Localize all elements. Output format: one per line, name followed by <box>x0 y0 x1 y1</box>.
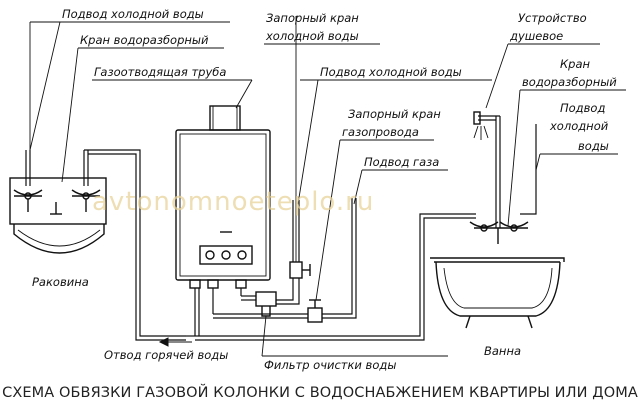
bathtub <box>430 257 565 329</box>
hot-pipe-bath-top <box>199 213 476 337</box>
label-dush-2: душевое <box>509 29 563 43</box>
shower-head <box>473 111 481 125</box>
shower <box>473 111 501 228</box>
label-kran-razbor-1: Кран водоразборный <box>80 33 209 47</box>
label-zapor-gas-2: газопровода <box>342 125 419 139</box>
label-kran-razbor-2a: Кран <box>560 57 591 71</box>
control-knob-1 <box>205 250 215 260</box>
diagram-title: СХЕМА ОБВЯЗКИ ГАЗОВОЙ КОЛОНКИ С ВОДОСНАБ… <box>2 383 638 401</box>
label-podvod-cold-1: Подвод холодной воды <box>62 7 204 21</box>
label-podvod-cold-3a: Подвод <box>560 101 605 115</box>
sink <box>9 177 107 254</box>
hot-pipe-bath-bottom <box>195 217 476 341</box>
hot-pipe-sink-bottom <box>88 153 186 341</box>
label-gazootvod: Газоотводящая труба <box>94 65 226 79</box>
control-panel <box>199 245 253 265</box>
sink-faucet-left <box>13 150 43 212</box>
water-filter <box>241 291 277 317</box>
label-otvod-hot: Отвод горячей воды <box>104 348 228 362</box>
sink-bowl-inner <box>17 229 101 247</box>
leader-lines <box>29 21 626 357</box>
label-rakovina: Раковина <box>32 275 89 289</box>
label-zapor-cold-1: Запорный кран <box>266 11 359 25</box>
gas-water-heater <box>175 105 271 336</box>
label-podvod-gaza: Подвод газа <box>364 155 439 169</box>
hot-pipe-sink-top <box>84 149 186 337</box>
gas-shutoff-valve <box>307 299 323 323</box>
label-kran-razbor-2b: водоразборный <box>522 75 617 89</box>
control-knob-2 <box>221 250 231 260</box>
control-knob-3 <box>237 250 247 260</box>
label-podvod-cold-3c: воды <box>578 139 609 153</box>
label-zapor-gas-1: Запорный кран <box>348 107 441 121</box>
bath-mixer <box>469 221 529 244</box>
label-filtr: Фильтр очистки воды <box>264 358 396 372</box>
flue-pipe <box>209 105 241 131</box>
sink-spout <box>50 202 62 215</box>
sink-bowl <box>13 224 105 254</box>
sink-faucet-right <box>71 150 101 212</box>
label-podvod-cold-2: Подвод холодной воды <box>320 65 462 79</box>
label-vanna: Ванна <box>484 344 521 358</box>
label-dush-1: Устройство <box>518 11 587 25</box>
sink-body <box>9 177 107 225</box>
heater-body-inner <box>179 133 267 277</box>
watermark: avtonomnoeteplo.ru <box>92 187 374 217</box>
label-zapor-cold-2: холодной воды <box>265 29 359 43</box>
cold-water-shutoff-valve <box>289 261 311 279</box>
label-podvod-cold-3b: холодной <box>549 119 609 133</box>
